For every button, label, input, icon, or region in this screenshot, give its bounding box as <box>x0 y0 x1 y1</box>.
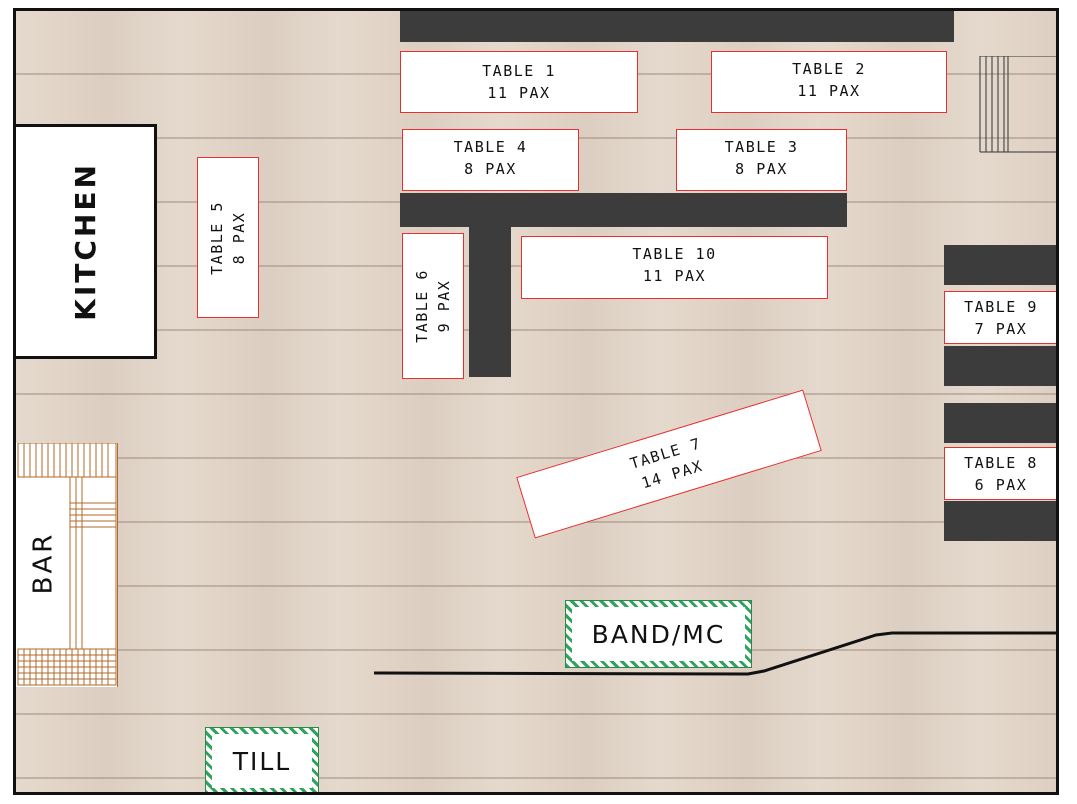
table-10-name: TABLE 10 <box>632 245 717 263</box>
bench-right-2 <box>944 346 1056 386</box>
table-2-name: TABLE 2 <box>792 60 866 78</box>
table-1[interactable]: TABLE 1 11 PAX <box>400 51 638 113</box>
table-9[interactable]: TABLE 9 7 PAX <box>944 291 1056 344</box>
bench-right-3 <box>944 403 1056 443</box>
table-5-pax: 8 PAX <box>230 211 248 264</box>
table-8-pax: 6 PAX <box>974 475 1028 494</box>
bench-right-4 <box>944 501 1056 541</box>
table-10-pax: 11 PAX <box>642 267 707 285</box>
table-10[interactable]: TABLE 10 11 PAX <box>521 236 828 299</box>
table-3-name: TABLE 3 <box>724 138 799 156</box>
bench-top <box>400 11 954 42</box>
kitchen-label: KITCHEN <box>68 162 102 321</box>
table-7[interactable]: TABLE 7 14 PAX <box>516 389 822 539</box>
kitchen: KITCHEN <box>16 124 157 359</box>
bar-rail-hatch <box>17 443 117 686</box>
bar-area: BAR <box>16 443 118 687</box>
bench-right-1 <box>944 245 1056 285</box>
till-label: TILL <box>212 734 312 788</box>
stage-edge-line <box>373 631 1056 676</box>
table-6-name: TABLE 6 <box>413 269 431 343</box>
table-4[interactable]: TABLE 4 8 PAX <box>402 129 579 191</box>
table-1-name: TABLE 1 <box>482 62 556 80</box>
band-mc-area: BAND/MC <box>565 600 752 668</box>
bench-vertical <box>469 227 511 377</box>
floor-plan: TABLE 1 11 PAX TABLE 2 11 PAX TABLE 4 8 … <box>13 8 1059 795</box>
table-5-name: TABLE 5 <box>208 200 226 275</box>
table-6[interactable]: TABLE 6 9 PAX <box>402 233 464 379</box>
table-6-pax: 9 PAX <box>435 279 453 333</box>
band-mc-label: BAND/MC <box>572 607 745 661</box>
table-5[interactable]: TABLE 5 8 PAX <box>197 157 259 318</box>
table-3[interactable]: TABLE 3 8 PAX <box>676 129 847 191</box>
table-9-pax: 7 PAX <box>974 319 1028 338</box>
stairs-icon <box>979 56 1056 153</box>
table-2[interactable]: TABLE 2 11 PAX <box>711 51 947 113</box>
table-8-name: TABLE 8 <box>964 453 1038 472</box>
table-2-pax: 11 PAX <box>797 82 861 100</box>
bar-label: BAR <box>28 531 59 595</box>
table-3-pax: 8 PAX <box>735 160 788 178</box>
bench-middle <box>400 193 847 227</box>
till-area: TILL <box>205 727 319 792</box>
table-4-pax: 8 PAX <box>464 160 517 178</box>
table-1-pax: 11 PAX <box>487 84 551 102</box>
table-4-name: TABLE 4 <box>453 138 528 156</box>
table-9-name: TABLE 9 <box>964 297 1038 316</box>
table-8[interactable]: TABLE 8 6 PAX <box>944 447 1056 500</box>
